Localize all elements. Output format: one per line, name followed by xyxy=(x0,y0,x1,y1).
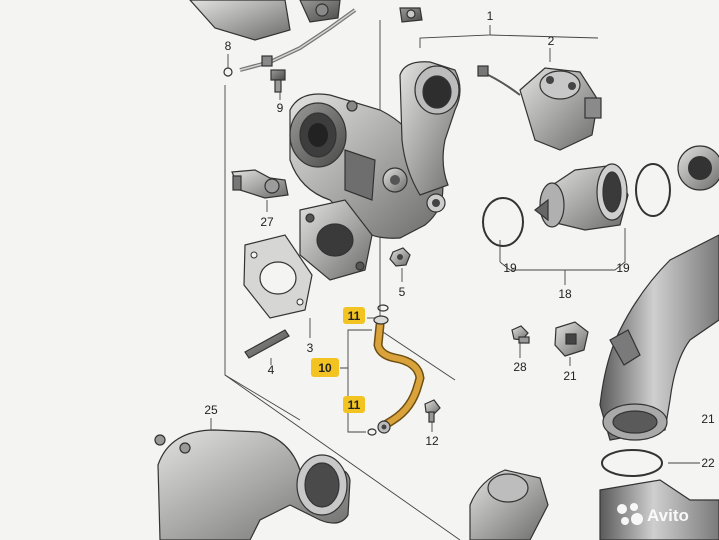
avito-watermark: Avito xyxy=(617,503,689,525)
callout-5: 5 xyxy=(399,285,406,299)
stud-part-4 xyxy=(244,329,290,359)
callout-28: 28 xyxy=(513,360,527,374)
o-ring-part-22 xyxy=(601,449,663,477)
charge-air-pipe xyxy=(599,145,719,441)
bolt-part-9 xyxy=(270,69,286,93)
callout-9: 9 xyxy=(277,101,284,115)
sensor-part-21 xyxy=(554,321,589,357)
callout-3: 3 xyxy=(307,341,314,355)
callout-8: 8 xyxy=(225,39,232,53)
avito-logo-icon xyxy=(617,503,643,525)
callout-11-bottom: 11 xyxy=(348,398,361,412)
avito-watermark-text: Avito xyxy=(647,506,689,525)
callout-22: 22 xyxy=(701,456,715,470)
sensor-part-27 xyxy=(231,169,289,199)
callout-12: 12 xyxy=(425,434,439,448)
highlight-markers xyxy=(311,307,365,413)
callout-11-top: 11 xyxy=(348,309,361,323)
leader-lines xyxy=(210,25,700,464)
callout-21-right: 21 xyxy=(701,412,715,426)
callout-21-mid: 21 xyxy=(563,369,577,383)
callout-2: 2 xyxy=(548,34,555,48)
callout-labels: 1 2 8 9 27 5 3 4 11 10 11 12 19 19 18 28… xyxy=(204,9,715,470)
manifold-top-fragment xyxy=(189,0,423,41)
oil-feed-line xyxy=(223,8,357,77)
callout-25: 25 xyxy=(204,403,218,417)
callout-19-right: 19 xyxy=(616,261,630,275)
o-ring-part-11 xyxy=(367,304,389,436)
bottom-pipe-fragments xyxy=(469,469,719,540)
catalytic-converter xyxy=(154,429,351,540)
callout-1: 1 xyxy=(487,9,494,23)
wastegate-actuator xyxy=(477,65,602,151)
bolt-part-28 xyxy=(511,325,530,344)
callout-27: 27 xyxy=(260,215,274,229)
callout-19-left: 19 xyxy=(503,261,517,275)
gasket-part-3 xyxy=(243,234,313,319)
compressor-outlet-elbow xyxy=(399,61,461,196)
callout-18: 18 xyxy=(558,287,572,301)
callout-4: 4 xyxy=(268,363,275,377)
oil-return-pipe xyxy=(373,315,425,434)
callout-10: 10 xyxy=(318,361,332,375)
bolt-part-12 xyxy=(424,399,441,423)
turbine-flange xyxy=(299,199,373,281)
charge-air-connector xyxy=(482,163,671,247)
nut-part-5 xyxy=(389,247,411,267)
